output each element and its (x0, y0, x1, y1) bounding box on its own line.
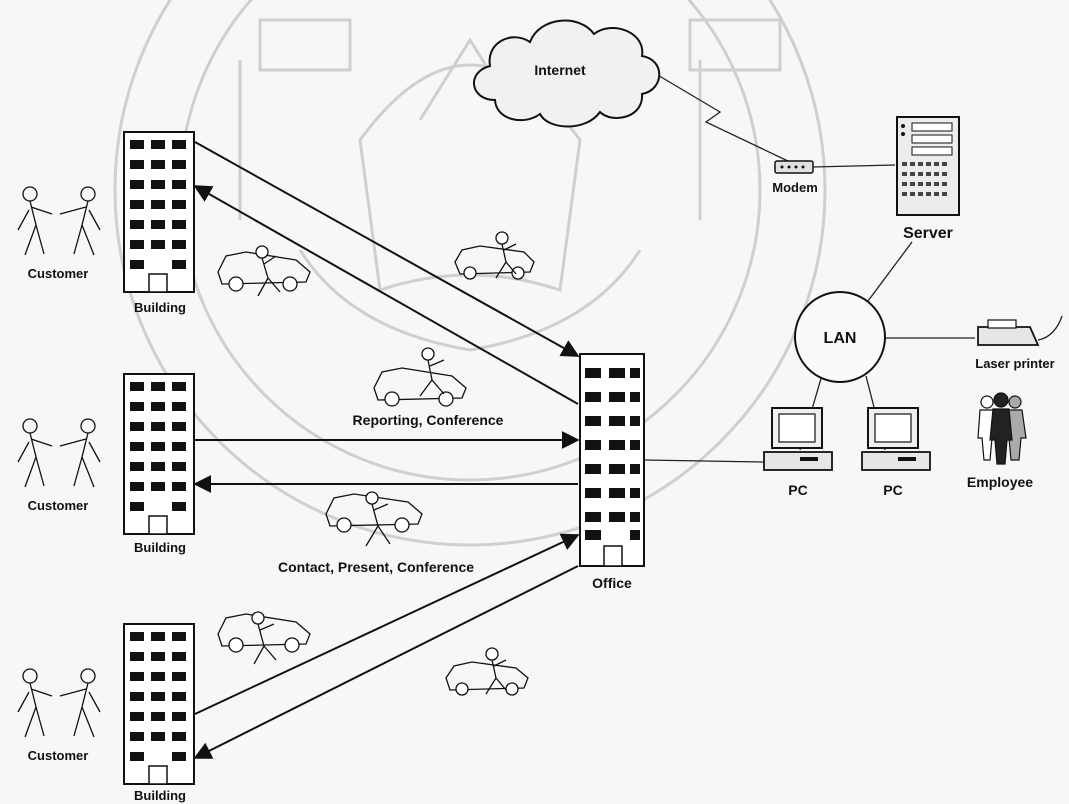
modem-icon (774, 160, 814, 174)
employee-icon (977, 392, 1027, 465)
laser-printer-label: Laser printer (975, 356, 1054, 371)
building-3-label: Building (134, 788, 186, 803)
link-internet-modem-lightning (655, 73, 791, 163)
building-1-icon (123, 131, 195, 293)
laser-printer-icon (977, 315, 1063, 346)
car-courier-icon-5 (217, 611, 311, 665)
link-office-pc (643, 459, 765, 463)
customer-2-label: Customer (28, 498, 89, 513)
building-2-label: Building (134, 540, 186, 555)
internet-cloud: Internet (472, 19, 661, 128)
lan-label: LAN (824, 330, 857, 347)
building-2-icon (123, 373, 195, 535)
lan-node: LAN (794, 291, 886, 383)
customer-3-icon (17, 668, 101, 738)
building-1-label: Building (134, 300, 186, 315)
office-building-icon (579, 353, 645, 567)
arrow-office-to-b3 (193, 565, 579, 759)
customer-1-label: Customer (28, 266, 89, 281)
reporting-conference-label: Reporting, Conference (353, 412, 504, 428)
pc-1-icon (763, 407, 833, 471)
internet-label: Internet (534, 62, 586, 78)
car-courier-icon-3 (373, 347, 467, 407)
customer-1-icon (17, 186, 101, 256)
pc-2-icon (861, 407, 931, 471)
arrow-b1-to-office (194, 141, 580, 357)
arrow-b3-to-office (194, 533, 580, 715)
modem-label: Modem (772, 180, 818, 195)
car-courier-icon-2 (454, 231, 535, 280)
car-courier-icon-4 (325, 491, 423, 547)
arrow-office-to-b1 (193, 185, 579, 405)
server-label: Server (903, 225, 953, 242)
link-modem-server (811, 164, 896, 168)
employee-label: Employee (967, 474, 1033, 490)
building-3-icon (123, 623, 195, 785)
office-label: Office (592, 575, 632, 591)
customer-3-label: Customer (28, 748, 89, 763)
server-icon (896, 116, 960, 216)
contact-present-conference-label: Contact, Present, Conference (278, 559, 474, 575)
link-lan-server (864, 241, 913, 306)
car-courier-icon-6 (445, 647, 529, 696)
customer-2-icon (17, 418, 101, 488)
car-courier-icon-1 (217, 245, 311, 297)
connections (193, 73, 975, 759)
pc-1-label: PC (788, 482, 807, 498)
pc-2-label: PC (883, 482, 902, 498)
